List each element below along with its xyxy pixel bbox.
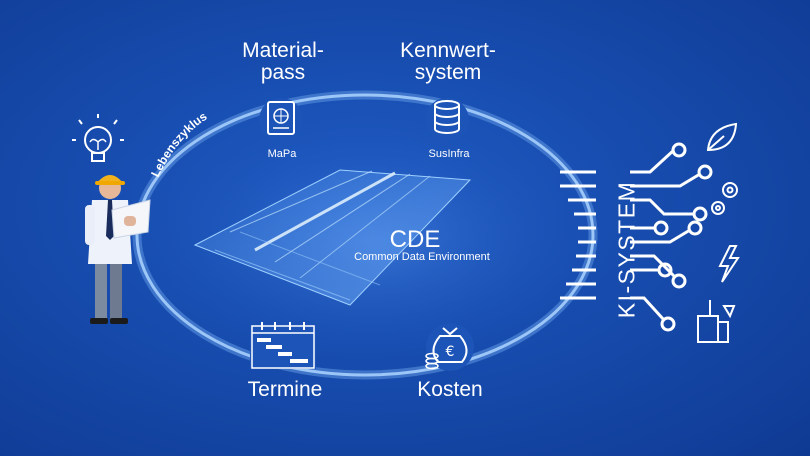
materialpass-title: Material- pass xyxy=(228,40,338,84)
leaf-icon xyxy=(706,122,738,152)
cde-road-icon xyxy=(193,169,472,306)
money-bag-icon: € xyxy=(425,323,474,371)
engineer-with-plan-icon xyxy=(85,175,151,324)
kennwertsystem-title-line2: system xyxy=(414,61,482,84)
construction-tools-icon xyxy=(697,300,736,343)
kennwertsystem-sub-label: SusInfra xyxy=(428,148,470,160)
passport-icon xyxy=(259,98,303,142)
gantt-chart-icon xyxy=(250,322,316,369)
lightbulb-icon xyxy=(72,114,124,162)
circuit-branches xyxy=(630,142,713,332)
cde-title: CDE xyxy=(389,226,441,253)
materialpass-title-line2: pass xyxy=(260,61,306,84)
kennwertsystem-title: Kennwert- system xyxy=(388,40,508,84)
lightning-icon xyxy=(718,245,740,283)
cde-subtitle: Common Data Environment xyxy=(354,251,490,263)
lifecycle-ring xyxy=(132,90,598,380)
termine-label: Termine xyxy=(247,378,323,401)
svg-text:€: € xyxy=(446,344,455,360)
kennwertsystem-title-line1: Kennwert- xyxy=(400,39,496,62)
gears-icon xyxy=(711,182,738,215)
materialpass-sub-label: MaPa xyxy=(267,148,297,160)
kosten-label: Kosten xyxy=(417,378,483,401)
ki-connector-lines xyxy=(560,170,596,300)
materialpass-title-line1: Material- xyxy=(242,39,324,62)
database-icon xyxy=(425,98,469,142)
ki-system-label: KI-SYSTEM xyxy=(613,180,640,319)
